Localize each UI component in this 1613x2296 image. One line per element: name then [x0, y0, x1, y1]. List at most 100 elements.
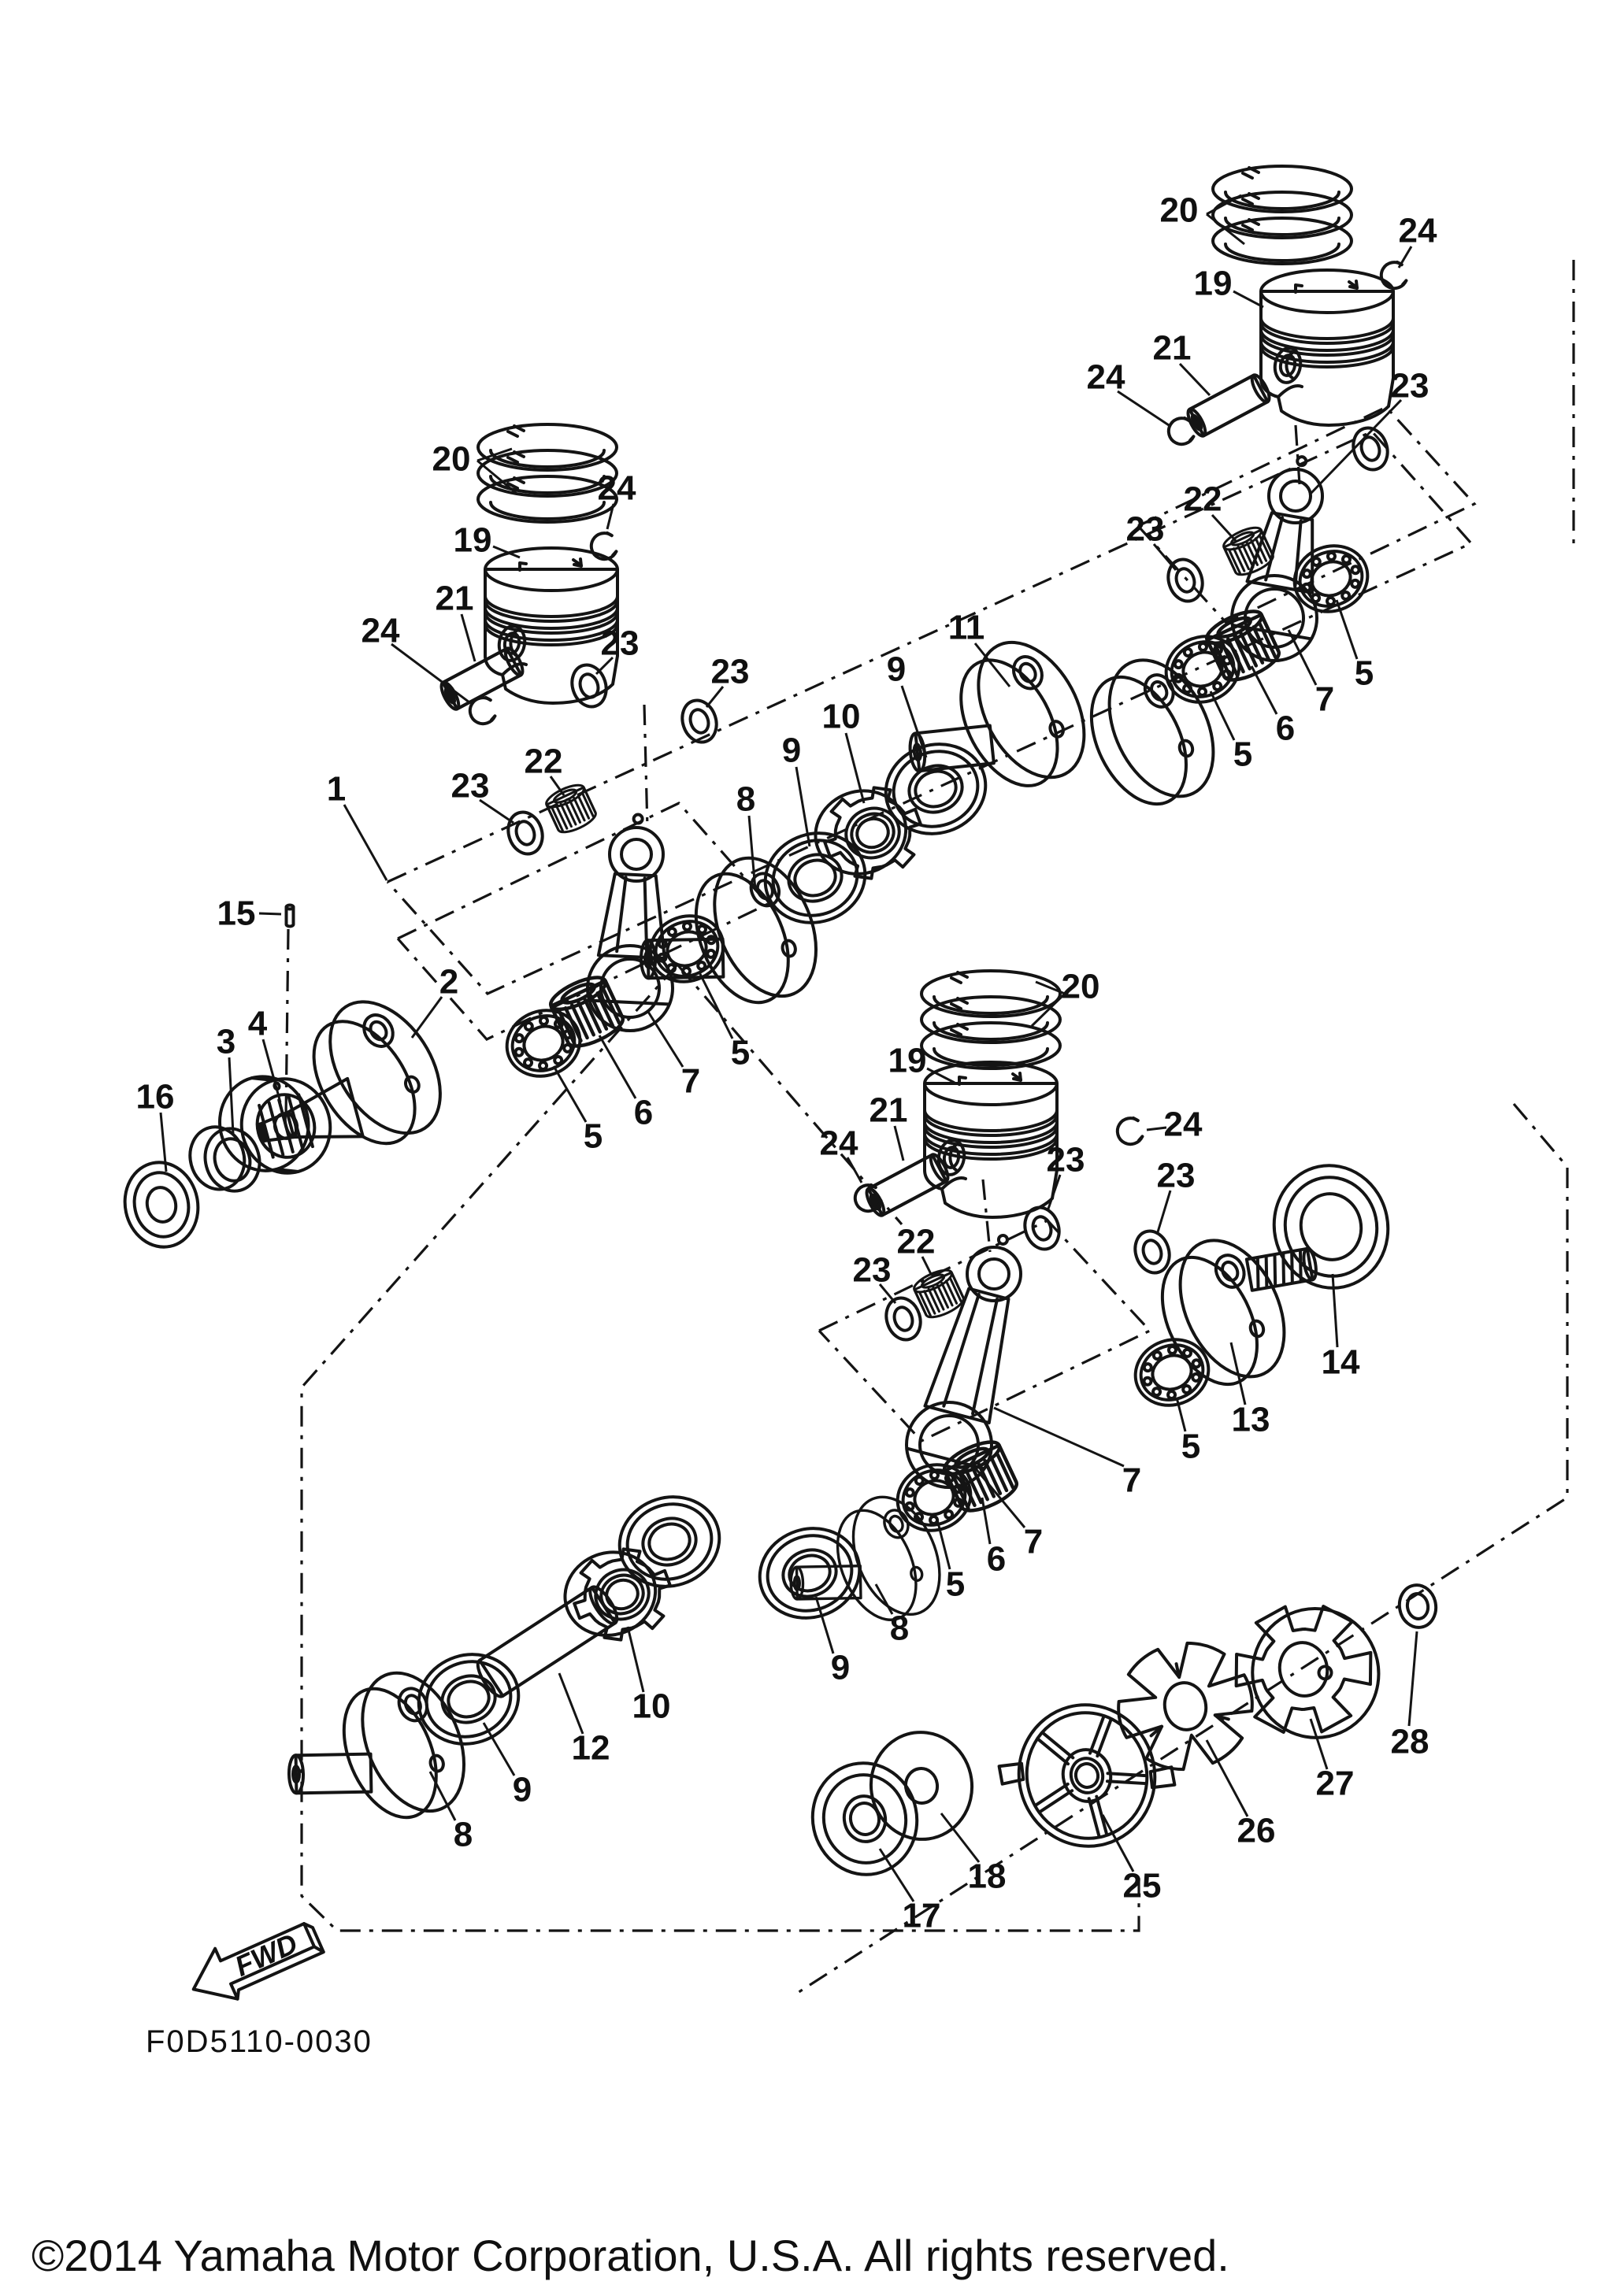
callout-20: 20 — [1160, 191, 1199, 230]
part-bearing-9 — [758, 1527, 862, 1620]
leader-line — [795, 766, 811, 847]
callout-1: 1 — [327, 770, 346, 809]
callout-8: 8 — [736, 780, 755, 819]
part-coupling-hub-25 — [997, 1703, 1177, 1848]
leader-line — [261, 1039, 282, 1103]
callout-5: 5 — [1233, 735, 1252, 774]
leader-line — [479, 798, 514, 824]
callout-5: 5 — [1181, 1428, 1200, 1466]
leader-line — [1101, 1814, 1135, 1872]
callout-9: 9 — [831, 1649, 850, 1687]
callout-24: 24 — [362, 612, 400, 650]
callout-24: 24 — [598, 469, 636, 508]
part-washer-23 — [1133, 1229, 1171, 1275]
callout-4: 4 — [248, 1005, 268, 1043]
callout-8: 8 — [454, 1816, 473, 1854]
leader-line — [747, 815, 757, 891]
callout-24: 24 — [1087, 358, 1125, 397]
leader-line — [552, 1065, 588, 1123]
callout-23: 23 — [1126, 510, 1165, 549]
part-piston-rings-1 — [1211, 165, 1353, 265]
dash-dot-frame — [396, 802, 770, 1041]
part-piston-pin-1 — [1186, 373, 1271, 438]
callout-28: 28 — [1391, 1723, 1429, 1761]
callout-2: 2 — [439, 963, 458, 1002]
leader-line — [626, 1626, 645, 1693]
part-washer-23 — [1166, 557, 1204, 603]
part-pin-clip — [1379, 261, 1408, 291]
callout-9: 9 — [513, 1771, 532, 1809]
leader-line — [973, 1466, 1026, 1528]
callout-10: 10 — [632, 1687, 671, 1726]
part-washer-23 — [1352, 426, 1389, 472]
callout-12: 12 — [572, 1729, 610, 1768]
callout-23: 23 — [711, 653, 750, 691]
callout-23: 23 — [1047, 1141, 1085, 1179]
part-washer-23 — [884, 1296, 922, 1342]
part-washer-23 — [506, 810, 544, 856]
callout-23: 23 — [451, 767, 490, 805]
leader-line — [844, 732, 866, 804]
leader-line — [814, 1596, 835, 1654]
part-bearing-5 — [505, 1009, 582, 1078]
leader-line — [993, 1406, 1125, 1468]
leader-line — [1335, 599, 1359, 660]
leader-line — [558, 1672, 584, 1735]
leader-line — [1308, 398, 1403, 496]
leader-line — [410, 996, 443, 1039]
leader-line — [705, 686, 725, 708]
leader-line — [1233, 290, 1264, 309]
callout-21: 21 — [436, 580, 474, 618]
part-bearing-5 — [648, 914, 725, 983]
dash-dot-frame — [284, 928, 290, 1119]
callout-14: 14 — [1322, 1343, 1360, 1382]
part-dowel-pin-15 — [284, 903, 295, 928]
part-bearing-5 — [1133, 1338, 1211, 1407]
part-bearing-9 — [417, 1653, 521, 1746]
leader-line — [343, 804, 388, 881]
callout-15: 15 — [217, 894, 256, 933]
leader-line — [606, 503, 615, 530]
leader-line — [1397, 246, 1413, 268]
part-pin-clip — [1166, 417, 1196, 446]
callout-6: 6 — [1276, 709, 1295, 748]
callout-5: 5 — [584, 1117, 603, 1156]
part-ring-nut-10 — [563, 1547, 672, 1642]
callout-17: 17 — [903, 1897, 941, 1935]
leader-line — [1287, 629, 1318, 686]
fwd-direction-arrow: FWD — [191, 1922, 325, 2001]
leader-line — [1331, 1273, 1339, 1348]
leader-line — [228, 1057, 235, 1135]
part-pin-clip — [853, 1183, 882, 1213]
leader-line — [1146, 1126, 1167, 1131]
leader-line — [492, 545, 521, 559]
part-ring-28 — [1397, 1583, 1438, 1629]
callout-23: 23 — [601, 624, 640, 663]
leader-line — [981, 1497, 992, 1545]
leader-line — [1155, 1190, 1172, 1235]
callout-19: 19 — [454, 521, 492, 560]
leader-line — [1152, 543, 1177, 571]
leader-line — [1229, 1342, 1247, 1405]
part-piston-1 — [1259, 268, 1395, 427]
callout-21: 21 — [1153, 329, 1192, 368]
part-crank-half-8 — [789, 1495, 941, 1621]
callout-23: 23 — [1391, 367, 1429, 406]
callout-19: 19 — [1194, 265, 1233, 303]
part-piston-rings-2 — [476, 423, 618, 524]
part-seal-17 — [810, 1761, 919, 1876]
dash-dot-frame — [1294, 424, 1301, 485]
leader-line — [1175, 1397, 1187, 1432]
callout-10: 10 — [822, 698, 861, 736]
callout-9: 9 — [782, 731, 801, 770]
leader-line — [1211, 513, 1238, 543]
leader-line — [598, 1035, 637, 1099]
leader-line — [1407, 1631, 1418, 1727]
callout-27: 27 — [1316, 1765, 1355, 1803]
leader-line — [698, 972, 734, 1039]
leader-line — [647, 1011, 684, 1068]
leader-line — [1178, 362, 1211, 397]
leader-line — [926, 1067, 955, 1084]
leader-line — [1117, 390, 1170, 427]
dash-dot-frame — [300, 963, 1140, 1932]
